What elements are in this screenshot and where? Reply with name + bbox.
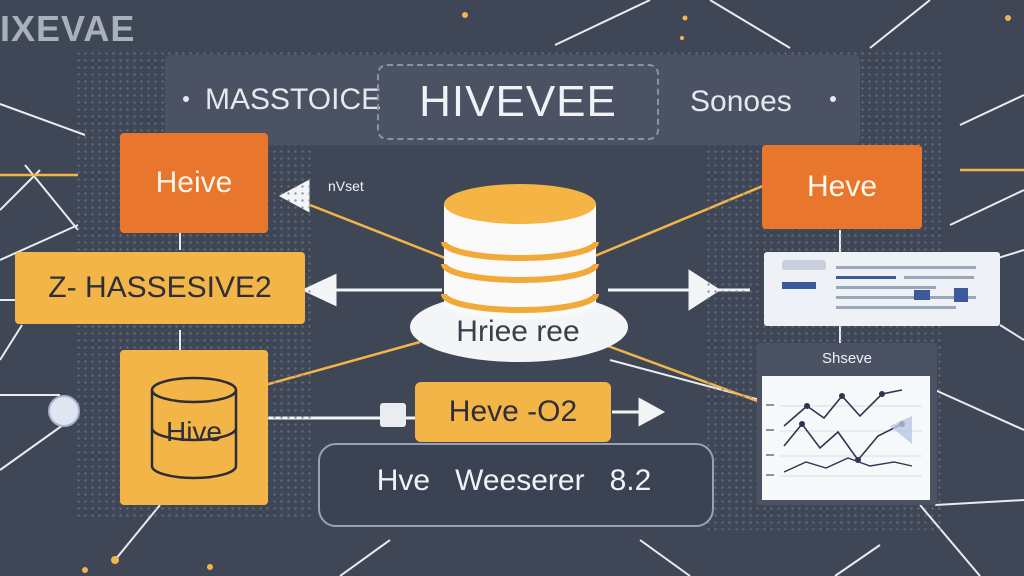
right-chart-plot [762, 376, 930, 500]
left-top-box: Heive [120, 133, 268, 233]
database-icon [150, 376, 238, 480]
center-bottom-pill: Heve -O2 [415, 382, 611, 442]
left-top-box-label: Heive [155, 166, 233, 199]
left-middle-box: Z- HASSESIVE2 [15, 252, 305, 324]
left-bottom-box-label: Hive [165, 415, 222, 447]
server-box [318, 443, 714, 527]
connector-node [380, 403, 406, 427]
header-right-label: Sonoes [690, 85, 792, 118]
server-box-label: Hve Weeserer 8.2 [376, 464, 652, 497]
right-top-box: Heve [762, 145, 922, 229]
corner-title: IXEVAE [0, 8, 136, 49]
globe-icon [48, 395, 80, 427]
header-title-frame [377, 64, 659, 140]
header-dot-left [183, 96, 189, 102]
right-chart-title: Shseve [821, 350, 873, 367]
header-dot-right [830, 96, 836, 102]
header-panel [165, 55, 860, 145]
left-bottom-box: Hive [120, 350, 268, 505]
panel-sketch [782, 260, 976, 309]
line-chart-graphic [766, 389, 922, 477]
right-top-box-label: Heve [806, 170, 878, 203]
database-label: Hriee ree [456, 315, 580, 348]
right-panel-card [764, 252, 1000, 326]
center-bottom-pill-label: Heve -O2 [448, 395, 578, 428]
page-title: HIVEVEE [419, 77, 617, 126]
header-left-label: MASSTOICE [205, 83, 382, 116]
center-annotation: nVset [328, 178, 364, 194]
database-cylinder [441, 184, 599, 320]
left-middle-box-label: Z- HASSESIVE2 [48, 271, 272, 304]
